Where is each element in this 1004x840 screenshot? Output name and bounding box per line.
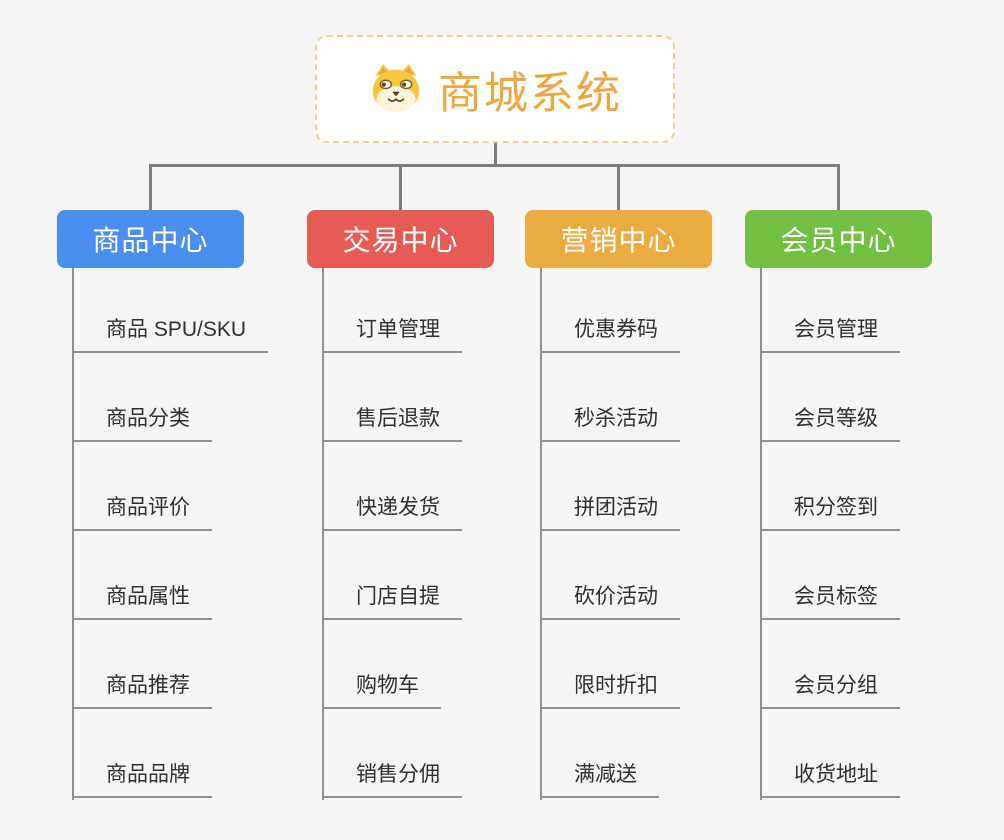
connector-drop <box>617 164 620 210</box>
child-node[interactable]: 会员标签 <box>760 580 900 620</box>
child-node[interactable]: 商品推荐 <box>72 669 212 709</box>
branch-header-products[interactable]: 商品中心 <box>57 210 244 268</box>
child-node[interactable]: 优惠券码 <box>540 313 680 353</box>
child-node[interactable]: 会员分组 <box>760 669 900 709</box>
child-node[interactable]: 砍价活动 <box>540 580 680 620</box>
child-node[interactable]: 售后退款 <box>322 402 462 442</box>
connector-rail <box>149 164 840 167</box>
dog-face-icon <box>368 64 424 114</box>
child-node[interactable]: 快递发货 <box>322 491 462 531</box>
branch-column-line <box>760 268 762 800</box>
connector-drop <box>837 164 840 210</box>
child-node[interactable]: 会员等级 <box>760 402 900 442</box>
branch-header-members[interactable]: 会员中心 <box>745 210 932 268</box>
connector-drop <box>399 164 402 210</box>
root-title: 商城系统 <box>438 69 622 118</box>
child-node[interactable]: 满减送 <box>540 758 659 798</box>
branch-column-line <box>72 268 74 800</box>
child-node[interactable]: 销售分佣 <box>322 758 462 798</box>
child-node[interactable]: 商品分类 <box>72 402 212 442</box>
child-node[interactable]: 商品 SPU/SKU <box>72 313 269 353</box>
child-node[interactable]: 拼团活动 <box>540 491 680 531</box>
child-node[interactable]: 门店自提 <box>322 580 462 620</box>
child-node[interactable]: 商品评价 <box>72 491 212 531</box>
branch-group-products: 商品中心 商品 SPU/SKU 商品分类商品评价商品属性商品推荐商品品牌 <box>57 210 307 810</box>
child-node[interactable]: 订单管理 <box>322 313 462 353</box>
branch-column-line <box>540 268 542 800</box>
child-node[interactable]: 商品品牌 <box>72 758 212 798</box>
branch-column-line <box>322 268 324 800</box>
child-node[interactable]: 秒杀活动 <box>540 402 680 442</box>
child-node[interactable]: 购物车 <box>322 669 441 709</box>
connector-root-stub <box>494 143 497 166</box>
branch-group-marketing: 营销中心 优惠券码秒杀活动拼团活动砍价活动限时折扣满减送 <box>525 210 775 810</box>
branch-group-members: 会员中心 会员管理会员等级积分签到会员标签会员分组收货地址 <box>745 210 995 810</box>
child-node[interactable]: 积分签到 <box>760 491 900 531</box>
child-node[interactable]: 限时折扣 <box>540 669 680 709</box>
child-node[interactable]: 商品属性 <box>72 580 212 620</box>
branch-header-trade[interactable]: 交易中心 <box>307 210 494 268</box>
child-node[interactable]: 收货地址 <box>760 758 900 798</box>
connector-drop <box>149 164 152 210</box>
root-node[interactable]: 商城系统 <box>315 35 675 143</box>
branch-group-trade: 交易中心 订单管理售后退款快递发货门店自提购物车销售分佣 <box>307 210 557 810</box>
branch-header-marketing[interactable]: 营销中心 <box>525 210 712 268</box>
child-node[interactable]: 会员管理 <box>760 313 900 353</box>
